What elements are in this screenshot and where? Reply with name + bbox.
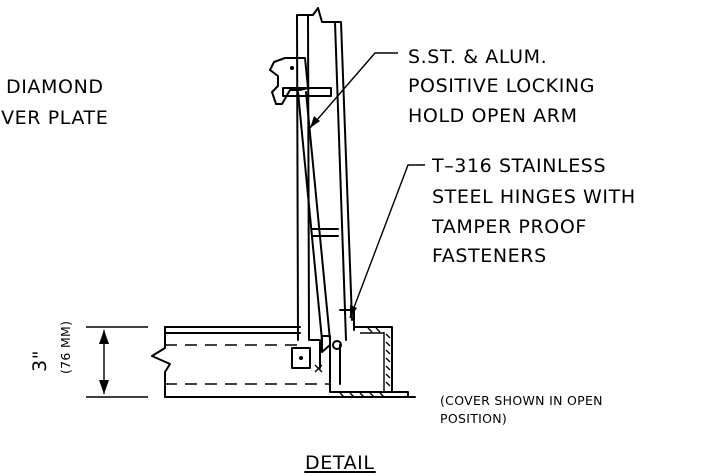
arm-leader xyxy=(309,52,398,129)
channel-hatch-right xyxy=(385,333,391,387)
cover-plate-inner-edge xyxy=(307,14,310,341)
cover-plate-right-inner xyxy=(340,21,353,321)
hinges-label: T–316 STAINLESS STEEL HINGES WITH TAMPER… xyxy=(431,155,636,267)
hold-open-arm-label: S.ST. & ALUM. POSITIVE LOCKING HOLD OPEN… xyxy=(408,46,595,127)
hinge-leader-arrow xyxy=(350,305,357,318)
hold-open-arm-label-line3: HOLD OPEN ARM xyxy=(408,105,578,127)
dimension-arrow-down xyxy=(99,380,109,394)
hinges-label-line2: STEEL HINGES WITH xyxy=(432,186,636,208)
hinge-pin xyxy=(332,340,342,350)
hinge-leaf xyxy=(321,335,331,353)
channel-right-wall xyxy=(354,326,393,393)
channel-hatch-bottom xyxy=(339,392,385,398)
arm-leader-arrow xyxy=(310,116,320,128)
dimension-metric: (76 MM) xyxy=(58,321,73,374)
cover-plate-label-line1: DIAMOND xyxy=(6,76,104,98)
open-position-note: (COVER SHOWN IN OPEN POSITION) xyxy=(440,393,603,426)
hold-open-arm-label-line1: S.ST. & ALUM. xyxy=(408,46,547,68)
cover-plate-label-line2: COVER PLATE xyxy=(0,107,108,129)
hinge-cross xyxy=(314,364,323,373)
hinges-label-line3: TAMPER PROOF xyxy=(431,216,587,238)
lock-pin xyxy=(290,66,294,70)
hold-open-arm-right xyxy=(305,91,331,341)
dimension-imperial: 3" xyxy=(29,350,51,372)
open-cover xyxy=(269,7,355,341)
leader-lines xyxy=(309,52,425,319)
frame-channel xyxy=(151,326,416,398)
channel-inner xyxy=(329,344,409,398)
hinges-label-line1: T–316 STAINLESS xyxy=(431,155,606,177)
channel-hatch-top xyxy=(367,327,381,333)
locking-handle xyxy=(269,57,309,105)
cover-plate-label: DIAMOND COVER PLATE xyxy=(0,76,108,129)
lock-bar xyxy=(282,87,332,97)
cover-plate-right-edge xyxy=(334,21,347,341)
hinges-label-line4: FASTENERS xyxy=(432,245,547,267)
height-dimension: 3" (76 MM) xyxy=(29,321,148,398)
cover-plate-left-edge xyxy=(296,14,299,341)
hold-open-arm-label-line2: POSITIVE LOCKING xyxy=(408,75,595,97)
open-position-note-line1: (COVER SHOWN IN OPEN xyxy=(440,393,603,408)
dimension-arrow-up xyxy=(99,330,109,344)
detail-title-text: DETAIL xyxy=(305,452,375,474)
hold-open-arm-left xyxy=(297,91,323,341)
detail-title: DETAIL xyxy=(304,452,376,474)
open-position-note-line2: POSITION) xyxy=(440,411,507,426)
hinge-bracket xyxy=(309,339,321,369)
hinge-block xyxy=(291,347,311,369)
frame-break-line xyxy=(151,326,171,398)
hinge-fastener xyxy=(299,356,303,360)
hinge-leader xyxy=(349,164,425,319)
cover-break-line xyxy=(297,7,341,23)
